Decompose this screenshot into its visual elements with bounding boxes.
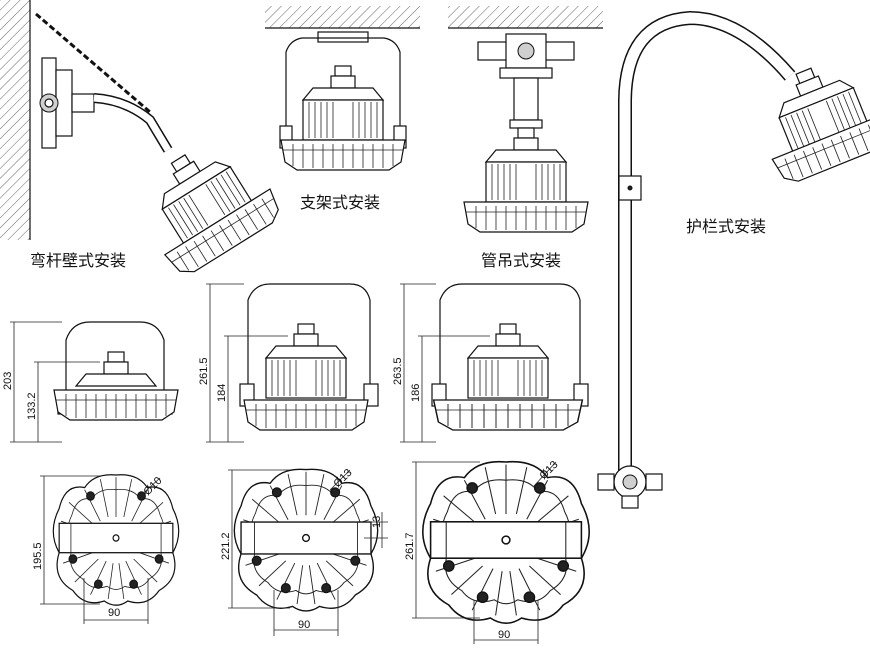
dim-large-height-body: 186 — [410, 384, 422, 402]
dim-small-height-total: 203 — [2, 372, 14, 390]
large-side-view — [400, 283, 589, 443]
pipe-mount-figure — [448, 6, 603, 233]
large-top-view — [412, 460, 590, 644]
dim-large-hole-spacing: 90 — [498, 629, 510, 641]
medium-top-view — [228, 468, 388, 636]
small-side-view — [10, 321, 179, 443]
dim-medium-hole-spacing: 90 — [298, 619, 310, 631]
small-top-view — [40, 474, 180, 624]
caption-rail-mount: 护栏式安装 — [686, 217, 766, 236]
dim-small-width-base: 195.5 — [32, 542, 44, 570]
dim-small-hole-spacing: 90 — [108, 607, 120, 619]
dim-medium-slot: 13 — [371, 516, 383, 528]
dim-medium-height-total: 261.5 — [198, 357, 210, 385]
dim-large-height-total: 263.5 — [392, 357, 404, 385]
medium-side-view — [206, 283, 379, 443]
wall-mount-figure — [0, 0, 287, 281]
bracket-mount-figure — [265, 6, 420, 171]
caption-wall-mount: 弯杆壁式安装 — [30, 251, 126, 270]
caption-bracket-mount: 支架式安装 — [300, 193, 380, 212]
dim-medium-height-body: 184 — [216, 384, 228, 402]
dim-medium-width-base: 221.2 — [220, 532, 232, 560]
rail-mount-figure — [597, 10, 870, 509]
dim-large-width-base: 261.7 — [404, 532, 416, 560]
dim-small-height-body: 133.2 — [26, 392, 38, 420]
caption-pipe-mount: 管吊式安装 — [481, 251, 561, 270]
